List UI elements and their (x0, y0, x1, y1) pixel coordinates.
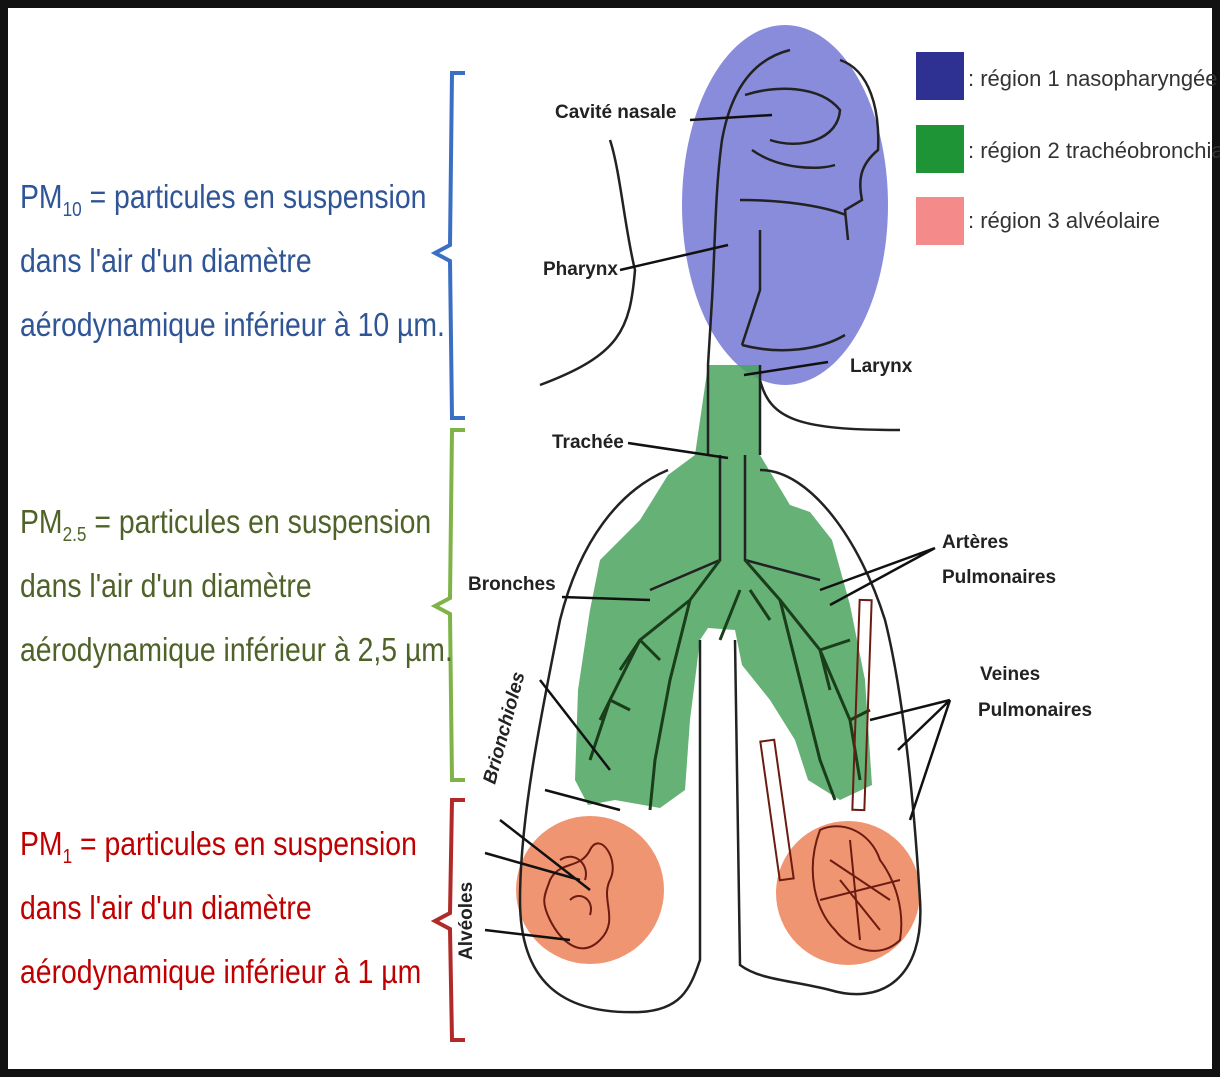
pm1-line-1: PM1 = particules en suspension (20, 812, 421, 876)
legend-swatch-region-3 (916, 197, 964, 245)
label-cavite-nasale: Cavité nasale (555, 102, 676, 123)
label-trachee: Trachée (552, 432, 624, 453)
label-veines-line1: Veines (980, 664, 1040, 685)
legend: : région 1 nasopharyngée : région 2 trac… (916, 52, 1220, 245)
label-pharynx: Pharynx (543, 259, 618, 280)
label-veines-line2: Pulmonaires (978, 700, 1092, 721)
region-1-nasopharyngeal-area (682, 25, 888, 385)
label-alveoles: Alvéoles (456, 882, 477, 960)
legend-swatch-region-2 (916, 125, 964, 173)
pm1-definition: PM1 = particules en suspension dans l'ai… (20, 812, 421, 1004)
pm10-definition: PM10 = particules en suspension dans l'a… (20, 165, 445, 357)
pm25-line-3: aérodynamique inférieur à 2,5 µm. (20, 618, 453, 682)
label-brionchioles: Brionchioles (480, 670, 530, 787)
legend-label-region-3: : région 3 alvéolaire (968, 208, 1160, 233)
pm10-line-2: dans l'air d'un diamètre (20, 229, 445, 293)
pm25-line-1: PM2.5 = particules en suspension (20, 490, 453, 554)
pm25-definition: PM2.5 = particules en suspension dans l'… (20, 490, 453, 682)
pm25-line-2: dans l'air d'un diamètre (20, 554, 453, 618)
label-arteres-line1: Artères (942, 532, 1009, 553)
label-larynx: Larynx (850, 356, 913, 377)
pm1-line-2: dans l'air d'un diamètre (20, 876, 421, 940)
label-bronches: Bronches (468, 574, 556, 595)
legend-label-region-1: : région 1 nasopharyngée (968, 66, 1218, 91)
legend-label-region-2: : région 2 trachéobronchiale (968, 138, 1220, 163)
legend-swatch-region-1 (916, 52, 964, 100)
pm1-line-3: aérodynamique inférieur à 1 µm (20, 940, 421, 1004)
pm10-line-1: PM10 = particules en suspension (20, 165, 445, 229)
pm10-line-3: aérodynamique inférieur à 10 µm. (20, 293, 445, 357)
label-arteres-line2: Pulmonaires (942, 567, 1056, 588)
